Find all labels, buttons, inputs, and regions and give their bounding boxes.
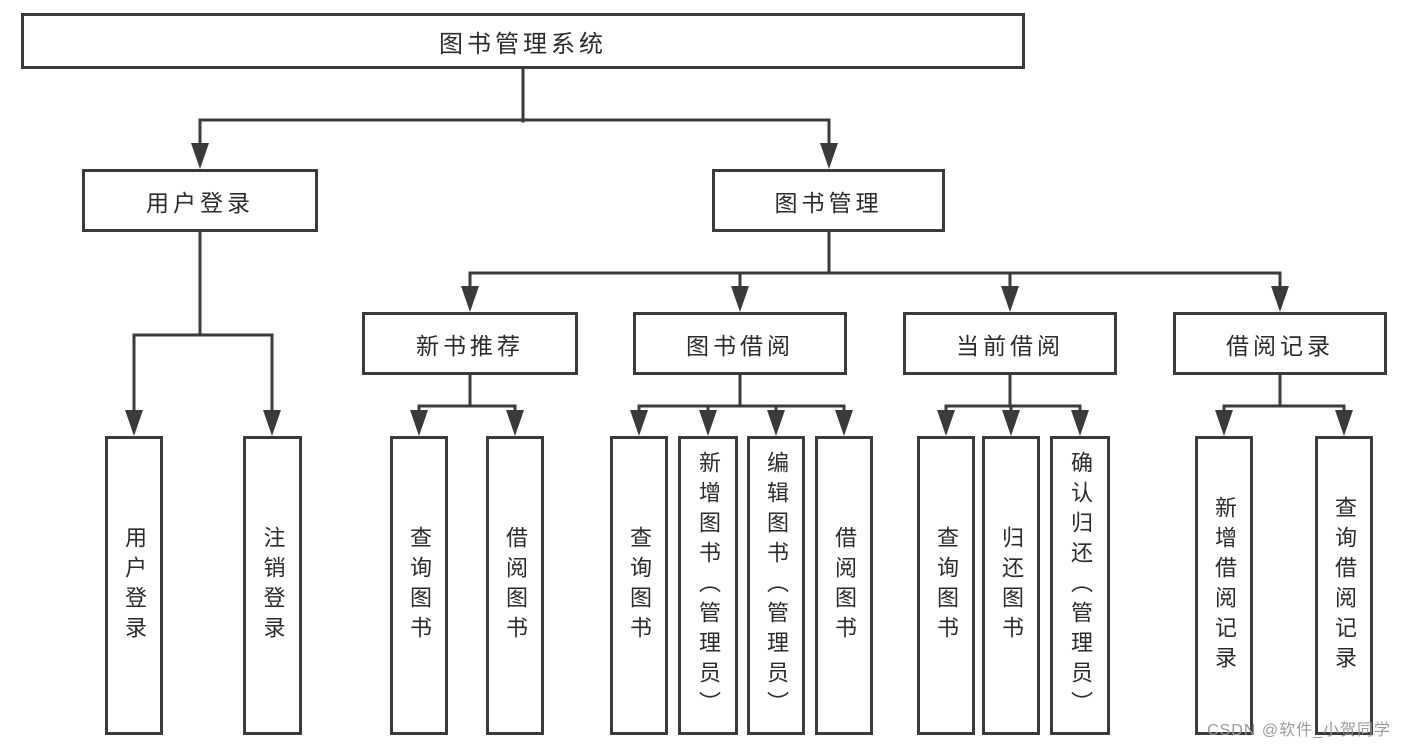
leaf-query-books-3: 查询图书 — [917, 436, 975, 735]
csdn-watermark: CSDN @软件_小贺同学 — [1207, 722, 1391, 739]
node-label: 图书借阅 — [686, 332, 794, 359]
leaf-return-book: 归还图书 — [982, 436, 1040, 735]
leaf-label: 借阅图书 — [503, 525, 528, 646]
node-book-management: 图书管理 — [712, 169, 945, 232]
leaf-user-login: 用户登录 — [105, 436, 163, 735]
leaf-label: 归还图书 — [999, 525, 1024, 646]
leaf-edit-book-admin: 编辑图书（管理员） — [747, 436, 805, 735]
leaf-confirm-return-admin: 确认归还（管理员） — [1050, 436, 1110, 735]
leaf-borrow-books-2: 借阅图书 — [815, 436, 873, 735]
leaf-query-borrow-record: 查询借阅记录 — [1315, 436, 1373, 735]
node-label: 新书推荐 — [416, 332, 524, 359]
node-label: 图书管理 — [774, 189, 883, 216]
node-label: 图书管理系统 — [439, 30, 607, 58]
leaf-borrow-books-1: 借阅图书 — [486, 436, 544, 735]
leaf-query-books-2: 查询图书 — [610, 436, 668, 735]
node-user-login: 用户登录 — [82, 169, 318, 232]
leaf-label: 编辑图书（管理员） — [764, 450, 789, 721]
leaf-add-borrow-record: 新增借阅记录 — [1195, 436, 1253, 735]
node-current-borrow: 当前借阅 — [903, 312, 1117, 375]
leaf-query-books-1: 查询图书 — [390, 436, 448, 735]
node-library-system: 图书管理系统 — [21, 13, 1025, 69]
leaf-label: 确认归还（管理员） — [1068, 450, 1093, 721]
node-borrow-records: 借阅记录 — [1173, 312, 1387, 375]
node-book-borrow: 图书借阅 — [633, 312, 847, 375]
node-label: 当前借阅 — [956, 332, 1064, 359]
leaf-logout: 注销登录 — [243, 436, 302, 735]
leaf-label: 用户登录 — [122, 525, 147, 646]
node-label: 用户登录 — [146, 189, 254, 216]
leaf-label: 新增借阅记录 — [1212, 495, 1237, 676]
leaf-label: 借阅图书 — [832, 525, 857, 646]
leaf-label: 新增图书（管理员） — [696, 450, 721, 721]
leaf-label: 查询图书 — [627, 525, 652, 646]
leaf-label: 查询图书 — [934, 525, 959, 646]
leaf-add-book-admin: 新增图书（管理员） — [678, 436, 738, 735]
leaf-label: 查询借阅记录 — [1332, 495, 1357, 676]
node-new-book-recommend: 新书推荐 — [362, 312, 578, 375]
leaf-label: 查询图书 — [407, 525, 432, 646]
node-label: 借阅记录 — [1226, 332, 1334, 359]
leaf-label: 注销登录 — [260, 525, 286, 646]
